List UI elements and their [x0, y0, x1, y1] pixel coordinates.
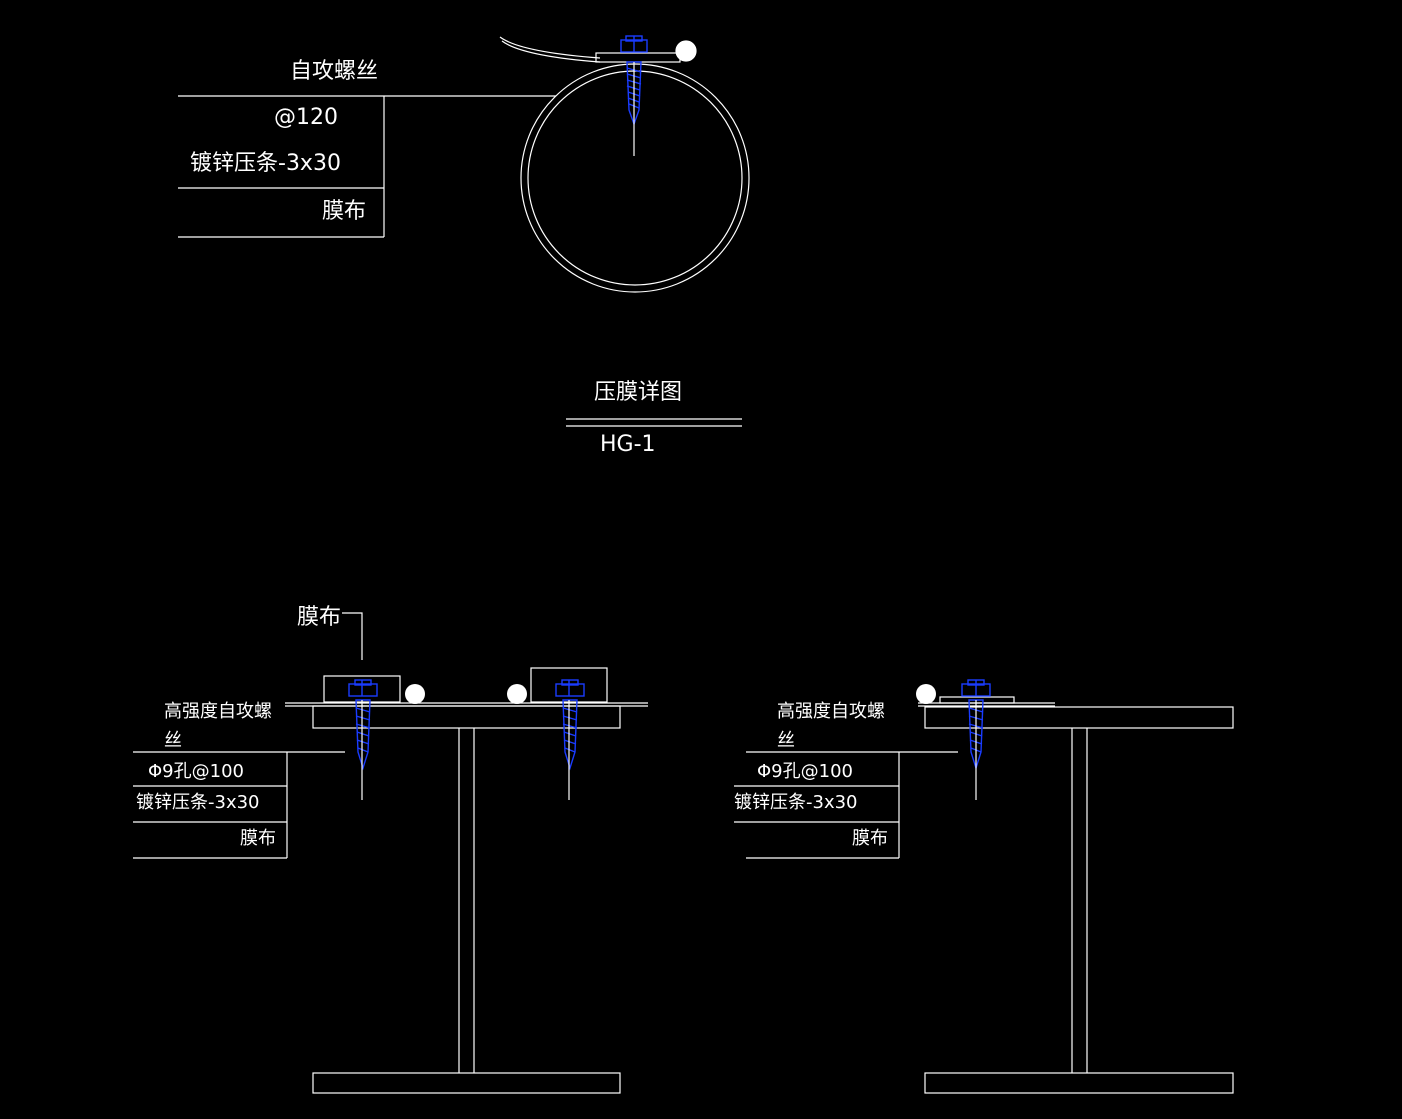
- label-membrane: 膜布: [322, 199, 366, 224]
- i-beam-right: [924, 706, 1234, 1094]
- pressure-strip: [595, 52, 681, 63]
- screw-icon: [348, 679, 378, 771]
- top-leader-table: [178, 95, 556, 238]
- label-membrane: 膜布: [240, 828, 276, 849]
- label-screw: 自攻螺丝: [290, 59, 378, 84]
- pipe-inner-circle: [527, 70, 743, 286]
- label-hole: Φ9孔@100: [757, 761, 853, 782]
- membrane-curve: [499, 36, 601, 59]
- membrane-leader: [342, 612, 363, 660]
- membrane-rod: [507, 684, 527, 704]
- label-strip: 镀锌压条-3x30: [190, 151, 341, 176]
- i-beam-left: [312, 705, 621, 1094]
- top-detail: 自攻螺丝 @120 镀锌压条-3x30 膜布: [178, 35, 750, 293]
- pipe-outer-circle: [520, 63, 750, 293]
- right-detail: 高强度自攻螺 丝 Φ9孔@100 镀锌压条-3x30 膜布: [734, 679, 1234, 1094]
- label-strip: 镀锌压条-3x30: [734, 792, 858, 813]
- membrane-curve-inner: [501, 40, 601, 63]
- label-membrane-top: 膜布: [297, 605, 341, 630]
- label-screw-line1: 高强度自攻螺: [777, 701, 885, 722]
- membrane-rod: [405, 684, 425, 704]
- detail-title: 压膜详图: [594, 380, 682, 405]
- label-screw-line2: 丝: [777, 730, 795, 751]
- membrane-rod: [675, 40, 697, 62]
- label-membrane: 膜布: [852, 828, 888, 849]
- left-detail: 膜布 高强度自攻螺 丝 Φ9孔@100 镀锌压条-3x30 膜布: [133, 605, 648, 1094]
- label-strip: 镀锌压条-3x30: [136, 792, 260, 813]
- detail-code: HG-1: [600, 432, 656, 457]
- screw-icon: [555, 679, 585, 771]
- label-screw-line1: 高强度自攻螺: [164, 701, 272, 722]
- label-hole: Φ9孔@100: [148, 761, 244, 782]
- pressure-strip: [939, 696, 1015, 704]
- detail-title-block: 压膜详图 HG-1: [566, 380, 742, 457]
- label-spacing: @120: [274, 105, 338, 130]
- membrane-rod: [916, 684, 936, 704]
- label-screw-line2: 丝: [164, 730, 182, 751]
